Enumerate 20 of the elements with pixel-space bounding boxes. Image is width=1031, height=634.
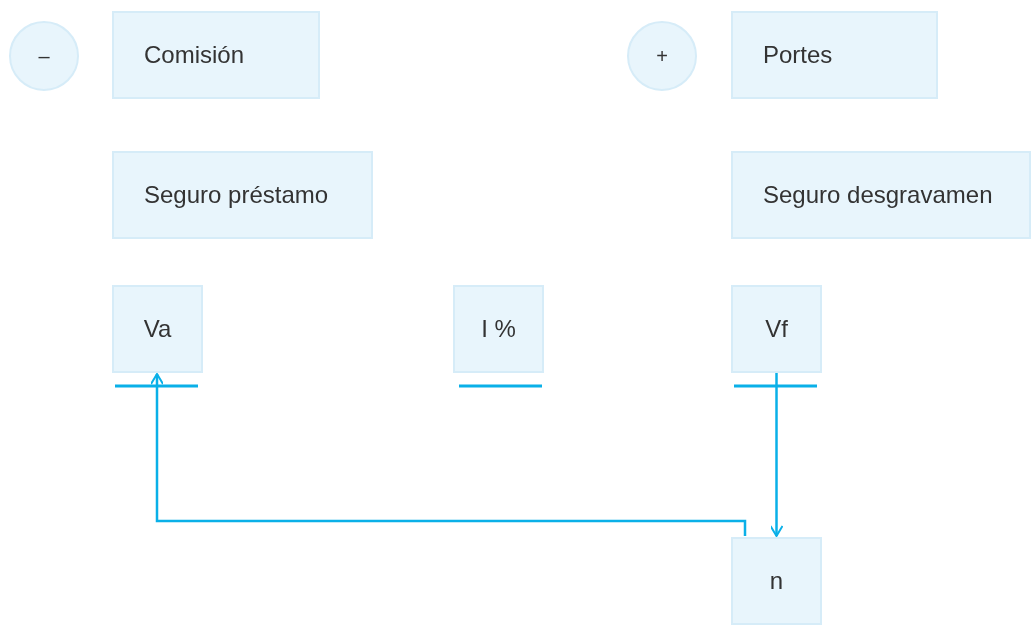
node-label: I %: [481, 315, 516, 343]
node-label: Vf: [765, 315, 788, 343]
term-box: [731, 537, 822, 625]
arrow: [769, 373, 784, 537]
term-box: [112, 11, 320, 99]
term-box: [731, 285, 822, 373]
arrow: [150, 373, 747, 536]
term-box: [453, 285, 544, 373]
node-label: Seguro préstamo: [144, 181, 329, 209]
node-label: Portes: [763, 41, 833, 69]
node-label: n: [769, 567, 784, 595]
node-label: Seguro desgravamen: [763, 181, 993, 209]
node-label: Va: [143, 315, 172, 343]
node-label: –: [38, 44, 50, 68]
node-label: +: [656, 44, 668, 68]
term-box: [112, 285, 203, 373]
node-label: Comisión: [144, 41, 245, 69]
term-box: [112, 151, 373, 239]
term-box: [731, 11, 938, 99]
term-box: [731, 151, 1031, 239]
